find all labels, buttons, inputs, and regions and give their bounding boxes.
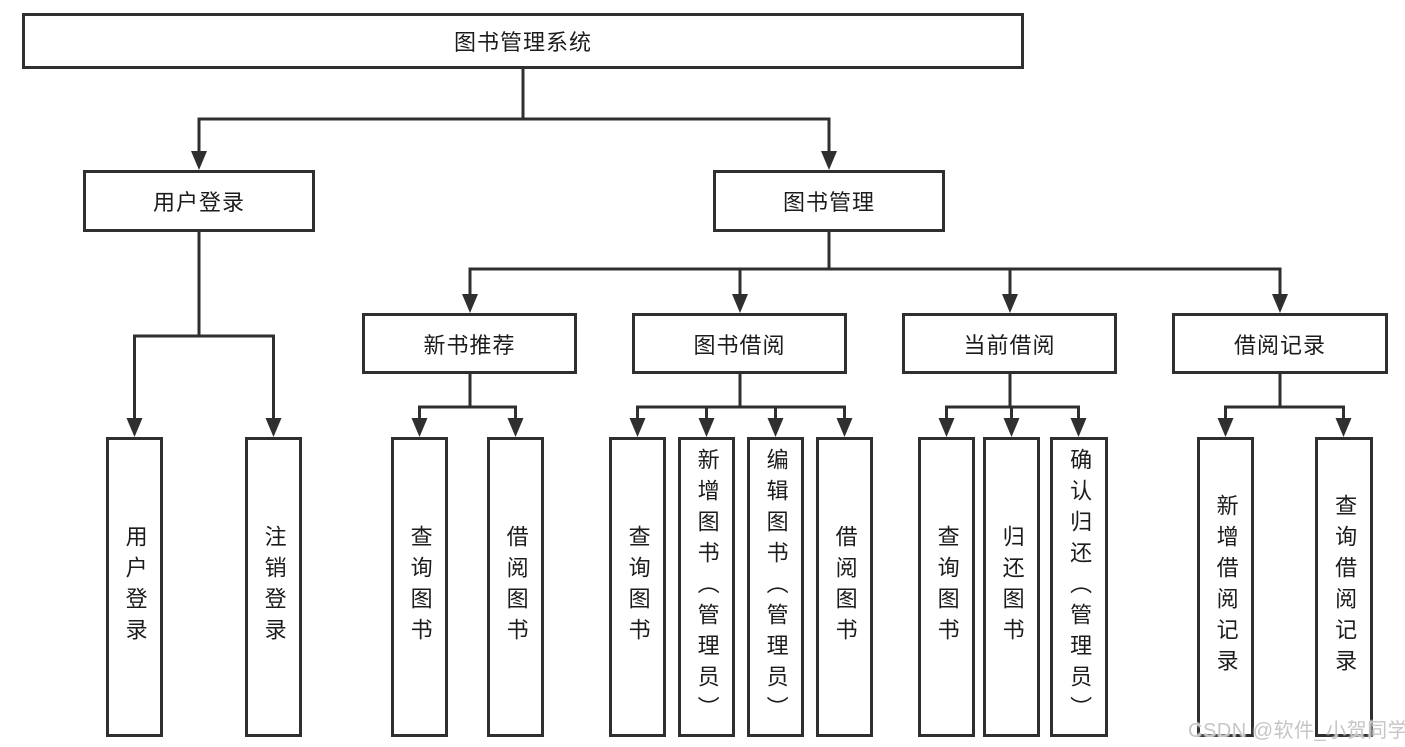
node-new-book-recommend-label: 新书推荐 bbox=[423, 332, 516, 358]
node-book-borrow-label: 图书借阅 bbox=[693, 332, 786, 358]
leaf-borrow-edit-book-admin: 编辑图书（管理员） bbox=[747, 437, 804, 737]
node-new-book-recommend: 新书推荐 bbox=[362, 313, 577, 374]
node-root: 图书管理系统 bbox=[22, 13, 1024, 69]
node-borrow-records: 借阅记录 bbox=[1172, 313, 1388, 374]
leaf-user-login: 用户登录 bbox=[106, 437, 163, 737]
leaf-borrow-query-book: 查询图书 bbox=[609, 437, 666, 737]
node-book-management: 图书管理 bbox=[713, 170, 945, 232]
node-user-login-label: 用户登录 bbox=[152, 190, 245, 215]
leaf-recommend-query-book: 查询图书 bbox=[391, 437, 448, 737]
node-root-label: 图书管理系统 bbox=[453, 30, 592, 55]
leaf-borrow-edit-book-admin-label: 编辑图书（管理员） bbox=[763, 447, 789, 727]
leaf-user-login-label: 用户登录 bbox=[122, 525, 148, 649]
leaf-records-query-record: 查询借阅记录 bbox=[1315, 437, 1373, 737]
leaf-current-query-book-label: 查询图书 bbox=[934, 525, 960, 649]
leaf-records-add-record: 新增借阅记录 bbox=[1197, 437, 1254, 737]
leaf-current-confirm-return-admin-label: 确认归还（管理员） bbox=[1067, 447, 1093, 727]
leaf-current-query-book: 查询图书 bbox=[918, 437, 975, 737]
leaf-records-query-record-label: 查询借阅记录 bbox=[1332, 494, 1358, 680]
node-borrow-records-label: 借阅记录 bbox=[1233, 332, 1326, 358]
leaf-current-confirm-return-admin: 确认归还（管理员） bbox=[1050, 437, 1108, 737]
node-book-borrow: 图书借阅 bbox=[632, 313, 847, 374]
node-current-borrow: 当前借阅 bbox=[902, 313, 1117, 374]
node-book-management-label: 图书管理 bbox=[782, 190, 875, 215]
leaf-borrow-borrow-book-label: 借阅图书 bbox=[832, 525, 858, 649]
leaf-current-return-book-label: 归还图书 bbox=[999, 525, 1025, 649]
node-current-borrow-label: 当前借阅 bbox=[963, 332, 1056, 358]
node-user-login: 用户登录 bbox=[83, 170, 315, 232]
leaf-recommend-borrow-book-label: 借阅图书 bbox=[503, 525, 529, 649]
leaf-recommend-query-book-label: 查询图书 bbox=[407, 525, 433, 649]
watermark: CSDN @软件_小贺同学 bbox=[1188, 720, 1405, 742]
leaf-borrow-borrow-book: 借阅图书 bbox=[816, 437, 873, 737]
leaf-records-add-record-label: 新增借阅记录 bbox=[1213, 494, 1239, 680]
leaf-logout: 注销登录 bbox=[245, 437, 302, 737]
leaf-borrow-add-book-admin-label: 新增图书（管理员） bbox=[694, 447, 720, 727]
leaf-recommend-borrow-book: 借阅图书 bbox=[487, 437, 544, 737]
leaf-borrow-add-book-admin: 新增图书（管理员） bbox=[678, 437, 735, 737]
leaf-borrow-query-book-label: 查询图书 bbox=[625, 525, 651, 649]
leaf-logout-label: 注销登录 bbox=[261, 525, 287, 649]
leaf-current-return-book: 归还图书 bbox=[983, 437, 1040, 737]
